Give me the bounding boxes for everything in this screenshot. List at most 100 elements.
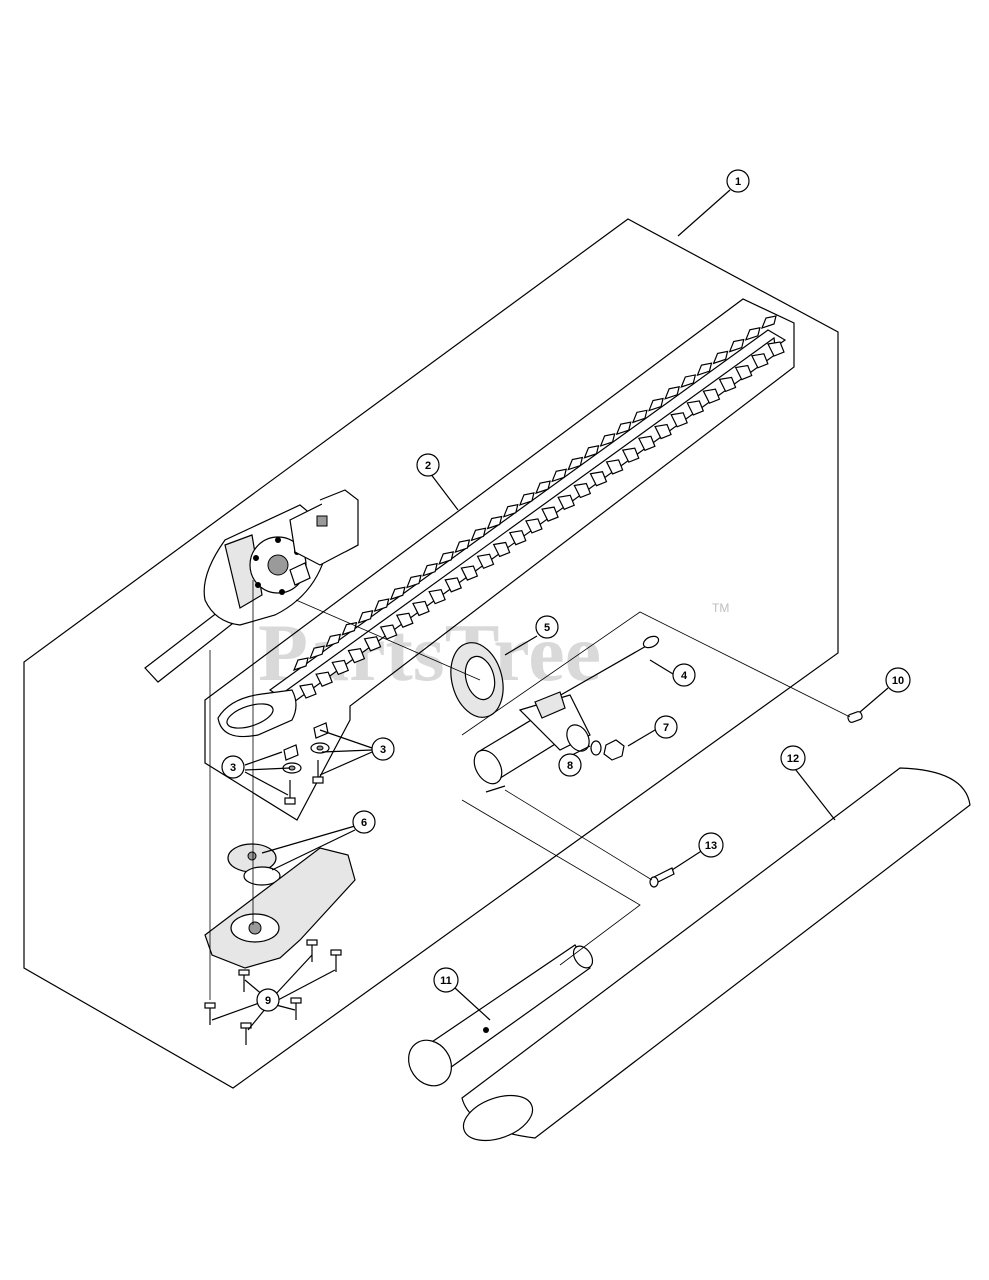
blade-tooth-upper (486, 515, 503, 530)
callout-3b-label: 3 (380, 744, 386, 756)
screw-13 (649, 867, 675, 888)
blade-tooth-upper (470, 527, 487, 542)
blade-tooth-lower (734, 364, 753, 381)
nut (603, 739, 625, 761)
blade-tooth-lower (621, 447, 640, 463)
callout-7[interactable]: 7 (654, 715, 678, 739)
pin (551, 635, 660, 701)
blade-tooth-lower (444, 577, 463, 593)
blade-tooth-upper (325, 633, 342, 648)
callout-13-label: 13 (705, 840, 717, 852)
blade-tooth-lower (557, 494, 575, 511)
callout-13[interactable]: 13 (698, 832, 724, 858)
blade-tooth-upper (373, 598, 390, 613)
callout-3b[interactable]: 3 (371, 737, 395, 761)
drive-shaft (408, 944, 594, 1087)
blade-tooth-upper (631, 409, 648, 424)
callout-3a-label: 3 (230, 762, 236, 774)
blade-tooth-lower (767, 341, 785, 357)
callout-3a[interactable]: 3 (221, 755, 245, 779)
callout-12-label: 12 (787, 753, 799, 765)
blade-tooth-upper (551, 468, 568, 483)
blade-tooth-lower (541, 506, 559, 522)
blade-tooth-upper (583, 444, 600, 459)
blade-tooth-lower (331, 659, 350, 676)
callout-1-label: 1 (735, 176, 741, 188)
blade-tooth-lower (363, 636, 382, 652)
callout-5[interactable]: 5 (535, 615, 559, 639)
blade-tooth-upper (728, 338, 745, 353)
gearbox-assembly (144, 489, 359, 683)
callout-5-label: 5 (544, 622, 550, 634)
blade-tooth-lower (508, 530, 527, 546)
callout-1[interactable]: 1 (726, 169, 750, 193)
blade-tooth-upper (518, 492, 535, 506)
blade-tooth-lower (476, 553, 495, 570)
blade-tooth-lower (299, 683, 317, 699)
blade-tooth-upper (599, 433, 616, 447)
kit-outline-box (23, 218, 839, 1089)
blade-tooth-lower (525, 518, 543, 534)
assembly-lines (209, 580, 851, 1000)
blade-tooth-upper (309, 645, 325, 660)
blade-tooth-lower (573, 482, 592, 499)
blade-tooth-lower (750, 353, 769, 369)
blade-tooth-lower (395, 612, 414, 629)
blade-tooth-lower (718, 376, 737, 393)
blade-tooth-upper (664, 385, 680, 400)
callout-8-label: 8 (567, 760, 573, 772)
callout-6[interactable]: 6 (352, 810, 376, 834)
blade-tooth-upper (292, 657, 309, 671)
base-plate (204, 847, 356, 969)
callout-2-label: 2 (425, 460, 431, 472)
callout-4[interactable]: 4 (672, 663, 696, 687)
callout-11-label: 11 (440, 975, 452, 987)
blade-tooth-upper (422, 562, 438, 577)
blade-tooth-upper (454, 539, 471, 554)
blade-tooth-upper (567, 456, 584, 471)
callout-9[interactable]: 9 (256, 988, 280, 1012)
blade-tooth-lower (686, 400, 705, 416)
callout-9-label: 9 (265, 995, 271, 1007)
blade-tooth-upper (712, 350, 729, 365)
blade-tooth-upper (680, 374, 697, 388)
blade-tooth-lower (605, 459, 624, 475)
blade-tooth-lower (315, 671, 333, 687)
blade-tooth-lower (589, 471, 608, 487)
callout-7-label: 7 (663, 722, 669, 734)
hedge-blade (217, 315, 787, 738)
blade-cover (461, 767, 971, 1142)
callout-2[interactable]: 2 (416, 453, 440, 477)
callout-12[interactable]: 12 (780, 745, 806, 771)
blade-tooth-lower (412, 600, 430, 617)
blade-tooth-upper (357, 610, 374, 624)
callout-11[interactable]: 11 (433, 967, 459, 993)
blade-tooth-upper (405, 574, 422, 589)
screw-10 (847, 711, 863, 723)
callout-4-label: 4 (681, 670, 688, 682)
blade-tooth-lower (654, 423, 672, 440)
blade-tooth-lower (460, 565, 479, 581)
blade-tooth-upper (696, 362, 713, 377)
watermark-trademark: TM (712, 601, 729, 615)
blade-tooth-upper (341, 621, 358, 636)
blade-inner-box (204, 298, 795, 821)
blade-tooth-upper (647, 397, 664, 412)
screws-9 (204, 939, 342, 1045)
blade-tooth-upper (760, 315, 777, 329)
blade-tooth-lower (670, 412, 688, 428)
callout-8[interactable]: 8 (558, 753, 582, 777)
blade-fasteners (282, 722, 330, 805)
blade-tooth-lower (492, 541, 511, 558)
washer (590, 740, 602, 756)
blade-tooth-lower (379, 624, 398, 640)
blade-tooth-lower (347, 647, 366, 664)
blade-guard-ring (450, 642, 504, 718)
blade-tooth-upper (438, 551, 455, 565)
blade-tooth-upper (502, 503, 519, 518)
callouts: 1 2 3 3 4 5 6 7 (221, 169, 911, 1012)
callout-10[interactable]: 10 (885, 667, 911, 693)
blade-tooth-lower (428, 588, 446, 605)
blade-tooth-lower (637, 435, 656, 452)
